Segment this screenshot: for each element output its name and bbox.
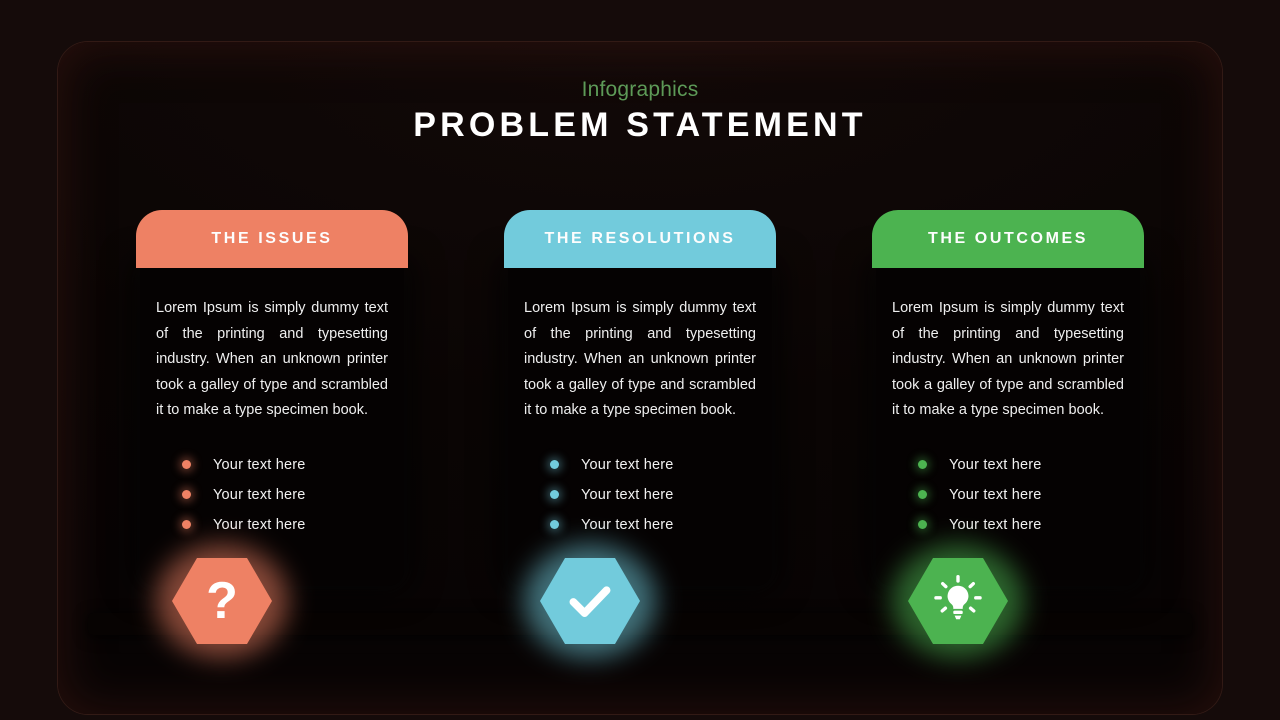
list-item[interactable]: Your text here [182,450,388,480]
bullet-dot-icon [918,520,927,529]
hexagon-shape [540,558,640,644]
check-mark-icon [540,558,640,644]
card-body: Lorem Ipsum is simply dummy text of the … [876,268,1140,586]
hexagon-badge[interactable] [892,544,1024,658]
card-header-label: THE ISSUES [211,230,333,247]
list-item-label: Your text here [949,456,1042,473]
list-item-label: Your text here [949,486,1042,503]
card-body-panel [508,268,772,586]
list-item[interactable]: Your text here [918,480,1124,510]
list-item[interactable]: Your text here [182,480,388,510]
lightbulb-icon [908,558,1008,644]
card-paragraph: Lorem Ipsum is simply dummy text of the … [524,300,756,418]
card-header[interactable]: THE OUTCOMES [872,210,1144,268]
bullet-dot-icon [550,520,559,529]
bullet-dot-icon [550,490,559,499]
slide-eyebrow: Infographics [581,78,699,101]
list-item-label: Your text here [213,486,306,503]
list-item-label: Your text here [213,516,306,533]
list-item[interactable]: Your text here [918,450,1124,480]
column-the-issues: THE ISSUES Lorem Ipsum is simply dummy te… [136,210,408,658]
hexagon-badge[interactable] [524,544,656,658]
column-the-outcomes: THE OUTCOMES Lorem Ipsum is simply dummy … [872,210,1144,658]
list-item[interactable]: Your text here [182,510,388,540]
bullet-dot-icon [918,490,927,499]
card-header[interactable]: THE RESOLUTIONS [504,210,776,268]
list-item-label: Your text here [581,486,674,503]
list-item-label: Your text here [949,516,1042,533]
bullet-dot-icon [182,490,191,499]
question-mark-icon: ? [206,572,238,630]
list-item[interactable]: Your text here [550,480,756,510]
page-title: PROBLEM STATEMENT [413,106,867,144]
card-header-label: THE OUTCOMES [927,230,1089,247]
card-paragraph: Lorem Ipsum is simply dummy text of the … [156,300,388,418]
list-item-label: Your text here [581,456,674,473]
card-header[interactable]: THE ISSUES [136,210,408,268]
bullet-dot-icon [550,460,559,469]
column-the-resolutions: THE RESOLUTIONS Lorem Ipsum is simply dum… [504,210,776,658]
card-header-label: THE RESOLUTIONS [544,230,736,247]
list-item-label: Your text here [213,456,306,473]
bullet-dot-icon [182,460,191,469]
card-body: Lorem Ipsum is simply dummy text of the … [508,268,772,586]
list-item[interactable]: Your text here [550,450,756,480]
card-paragraph: Lorem Ipsum is simply dummy text of the … [892,300,1124,418]
card-body-panel [140,268,404,586]
list-item-label: Your text here [581,516,674,533]
list-item[interactable]: Your text here [550,510,756,540]
card-body-panel [876,268,1140,586]
card-body: Lorem Ipsum is simply dummy text of the … [140,268,404,586]
bullet-dot-icon [182,520,191,529]
bullet-dot-icon [918,460,927,469]
list-item[interactable]: Your text here [918,510,1124,540]
hexagon-badge[interactable]: ? [156,544,288,658]
